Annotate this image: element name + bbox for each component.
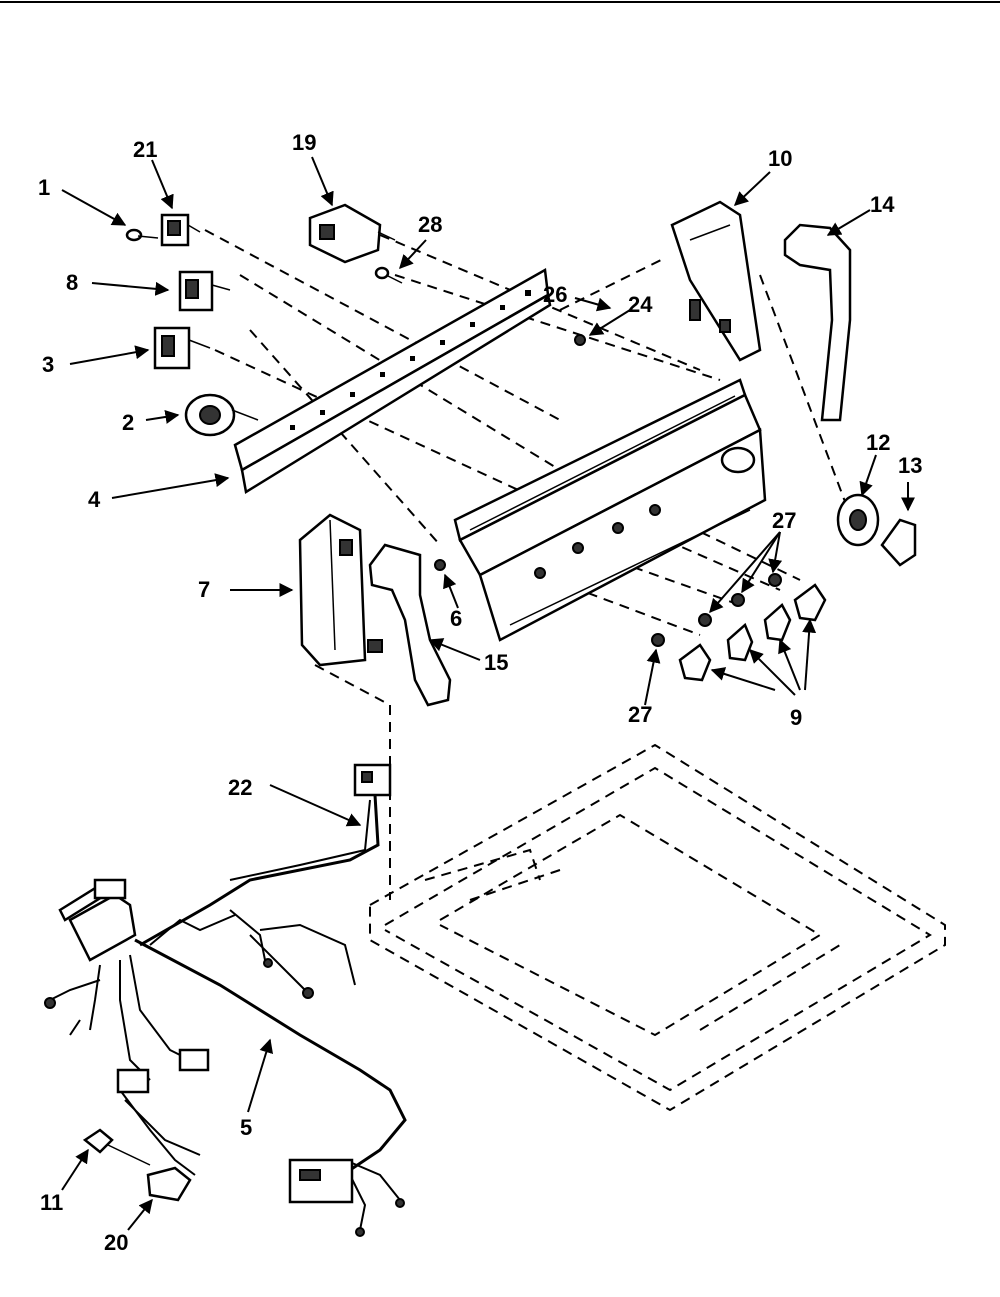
- callout-24: 24: [628, 292, 653, 317]
- part-24-screw: [574, 334, 586, 346]
- part-9-knobs: [678, 583, 827, 682]
- part-2-timer: [184, 393, 259, 437]
- callout-20: 20: [104, 1230, 128, 1255]
- part-21-switch: [160, 213, 201, 247]
- part-12-knob-ring: [836, 493, 880, 547]
- callout-27-top: 27: [772, 508, 796, 533]
- callout-9: 9: [790, 705, 802, 730]
- callout-10: 10: [768, 146, 792, 171]
- part-8-switch: [178, 270, 231, 312]
- callout-28: 28: [418, 212, 442, 237]
- callout-22: 22: [228, 775, 252, 800]
- part-7-housing: [298, 513, 383, 667]
- callout-6: 6: [450, 606, 462, 631]
- part-27-clips: [651, 573, 782, 647]
- callout-5: 5: [240, 1115, 252, 1140]
- callout-19: 19: [292, 130, 316, 155]
- part-14-end-cap: [783, 223, 852, 422]
- callout-3: 3: [42, 352, 54, 377]
- callout-14: 14: [870, 192, 895, 217]
- callout-13: 13: [898, 453, 922, 478]
- part-11-terminal: [82, 1128, 151, 1166]
- callout-11: 11: [40, 1190, 63, 1215]
- callout-12: 12: [866, 430, 890, 455]
- washer-top-outline: [369, 743, 946, 1112]
- part-26-console: [453, 378, 767, 642]
- callout-15: 15: [484, 650, 508, 675]
- part-6-clip: [434, 559, 446, 571]
- part-5-wire-harness: [44, 794, 407, 1237]
- callout-7: 7: [198, 577, 210, 602]
- part-13-knob: [880, 518, 917, 567]
- callout-numbers: 1 21 19 10 14 28 8 24 3 26 2 12 13 4 27 …: [38, 130, 922, 1255]
- callout-1: 1: [38, 175, 50, 200]
- part-28-screw: [374, 266, 403, 284]
- callout-27-bottom: 27: [628, 702, 652, 727]
- part-4-control-bracket: [233, 267, 552, 495]
- part-1-screw: [125, 228, 159, 242]
- part-19-switch: [308, 203, 396, 264]
- callout-2: 2: [122, 410, 134, 435]
- part-22-connector: [353, 763, 392, 797]
- callout-21: 21: [133, 137, 157, 162]
- part-20-connector: [146, 1166, 192, 1202]
- callout-26: 26: [543, 282, 567, 307]
- part-3-switch: [153, 326, 211, 370]
- leader-lines: [61, 156, 915, 1231]
- part-10-end-cap: [670, 200, 762, 362]
- callout-8: 8: [66, 270, 78, 295]
- part-15-end-cap: [368, 543, 452, 707]
- callout-4: 4: [88, 487, 101, 512]
